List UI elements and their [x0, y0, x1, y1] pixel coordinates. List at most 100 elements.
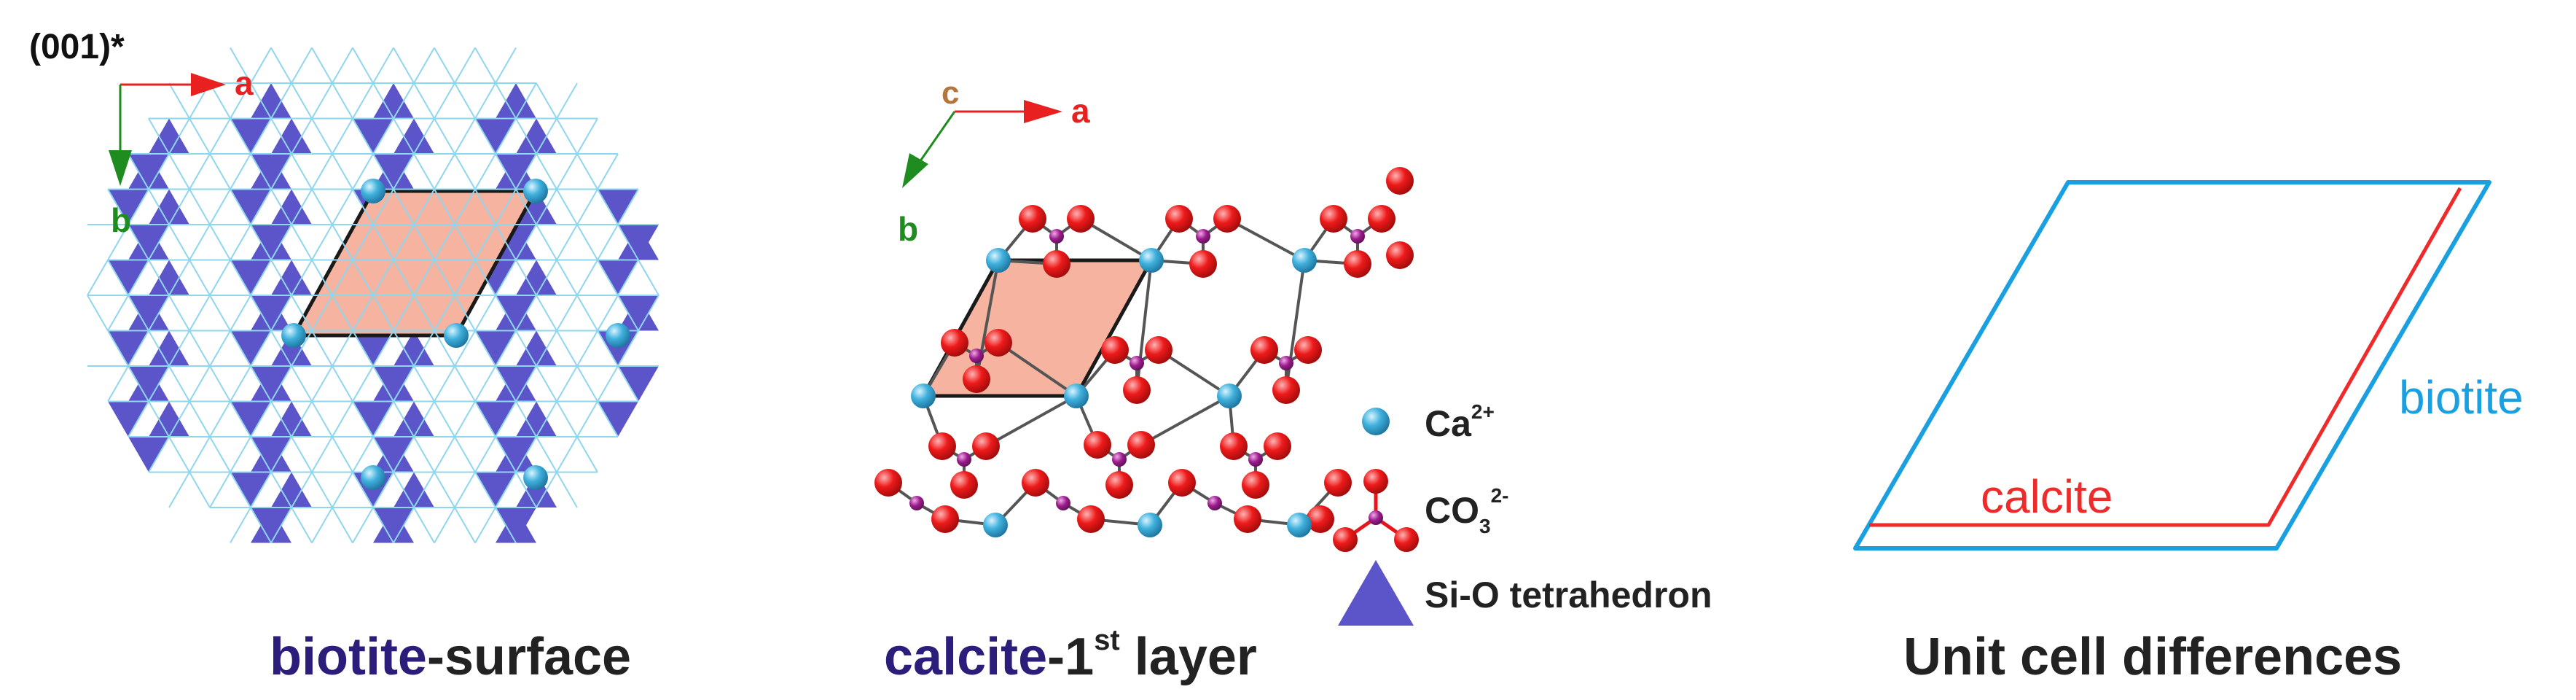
calcium-ion	[1064, 384, 1089, 408]
bond	[1285, 260, 1306, 391]
grid-line	[352, 47, 374, 84]
grid-line	[352, 260, 374, 296]
tetrahedron	[251, 436, 291, 472]
tetrahedron	[230, 330, 271, 366]
grid-line	[474, 400, 496, 438]
grid-line	[311, 330, 333, 367]
grid-line	[128, 153, 149, 190]
grid-line	[311, 153, 333, 190]
tetrahedron	[496, 365, 536, 402]
calcite-unit-cell-outline	[1869, 187, 2462, 527]
grid-line	[454, 47, 476, 84]
surface-ion	[361, 179, 385, 203]
grid-line	[515, 118, 537, 155]
grid-line	[495, 260, 517, 296]
grid-line	[230, 400, 251, 438]
oxygen-atom	[941, 329, 968, 357]
grid-line	[515, 365, 537, 402]
grid-line	[393, 260, 415, 296]
calcium-ion	[911, 384, 936, 408]
axis-a-label: a	[235, 64, 254, 102]
grid-line	[413, 82, 435, 120]
tetrahedron	[353, 401, 394, 437]
grid-line	[209, 365, 231, 402]
oxygen-atom	[984, 329, 1012, 357]
grid-line	[168, 153, 190, 190]
grid-line	[434, 507, 455, 543]
calcite-unit-cell	[921, 258, 1154, 398]
tetrahedron	[128, 295, 169, 331]
grid-line	[168, 82, 190, 120]
grid-line	[372, 365, 394, 402]
grid-line	[556, 189, 578, 225]
grid-line	[393, 365, 415, 402]
grid-line	[515, 153, 537, 190]
grid-line	[270, 224, 292, 261]
grid-line	[250, 507, 272, 543]
carbon-atom	[1112, 452, 1127, 467]
grid-line	[189, 365, 211, 402]
grid-line	[311, 436, 333, 472]
grid-line	[148, 400, 170, 438]
grid-line	[597, 400, 619, 438]
biotite-unit-cell-outline	[1853, 180, 2491, 551]
oxygen-atom	[1101, 336, 1129, 364]
grid-line	[168, 118, 190, 155]
grid-line	[209, 82, 231, 120]
grid-line	[372, 224, 394, 261]
tetrahedron	[128, 365, 169, 402]
grid-line	[372, 507, 394, 543]
grid-line	[230, 153, 251, 190]
calcium-ion	[1138, 513, 1162, 537]
grid-line	[495, 118, 517, 155]
oxygen-atom	[1242, 471, 1269, 499]
grid-line	[332, 330, 353, 367]
grid-line	[393, 47, 415, 84]
grid-line	[148, 189, 170, 225]
grid-line	[515, 82, 537, 120]
grid-line	[413, 189, 435, 225]
tetrahedron	[394, 472, 434, 508]
grid-line	[250, 118, 272, 155]
grid-line	[128, 295, 149, 331]
grid-line	[332, 82, 353, 120]
grid-line	[556, 471, 578, 508]
grid-line	[515, 260, 537, 296]
tetrahedron	[496, 225, 536, 260]
grid-line	[332, 507, 353, 543]
grid-line	[148, 295, 170, 331]
grid-line	[617, 189, 639, 225]
grid-line	[352, 365, 374, 402]
grid-line	[413, 471, 435, 508]
oxygen-atom	[1127, 431, 1155, 459]
grid-line	[372, 295, 394, 331]
grid-line	[474, 436, 496, 472]
grid-line	[393, 436, 415, 472]
grid-line	[434, 47, 455, 84]
grid-line	[372, 47, 394, 84]
grid-line	[311, 47, 333, 84]
grid-line	[148, 436, 170, 472]
tetrahedron	[373, 436, 414, 472]
grid-line	[495, 330, 517, 367]
tetrahedron	[251, 154, 291, 190]
grid-line	[128, 224, 149, 261]
grid-line	[597, 365, 619, 402]
tetrahedron	[394, 118, 434, 155]
grid-line	[230, 224, 251, 261]
grid-line	[413, 330, 435, 367]
tetrahedron	[373, 83, 414, 119]
grid-line	[474, 189, 496, 225]
oxygen-atom	[1272, 376, 1300, 404]
carbon-atom	[969, 349, 984, 363]
calcium-ion	[1217, 384, 1242, 408]
grid-line	[332, 400, 353, 438]
grid-line	[372, 260, 394, 296]
grid-line	[617, 295, 639, 331]
grid-line	[454, 400, 476, 438]
oxygen-atom	[1344, 250, 1371, 278]
grid-line	[536, 400, 557, 438]
tetrahedron	[496, 83, 536, 119]
grid-line	[556, 400, 578, 438]
grid-line	[311, 224, 333, 261]
